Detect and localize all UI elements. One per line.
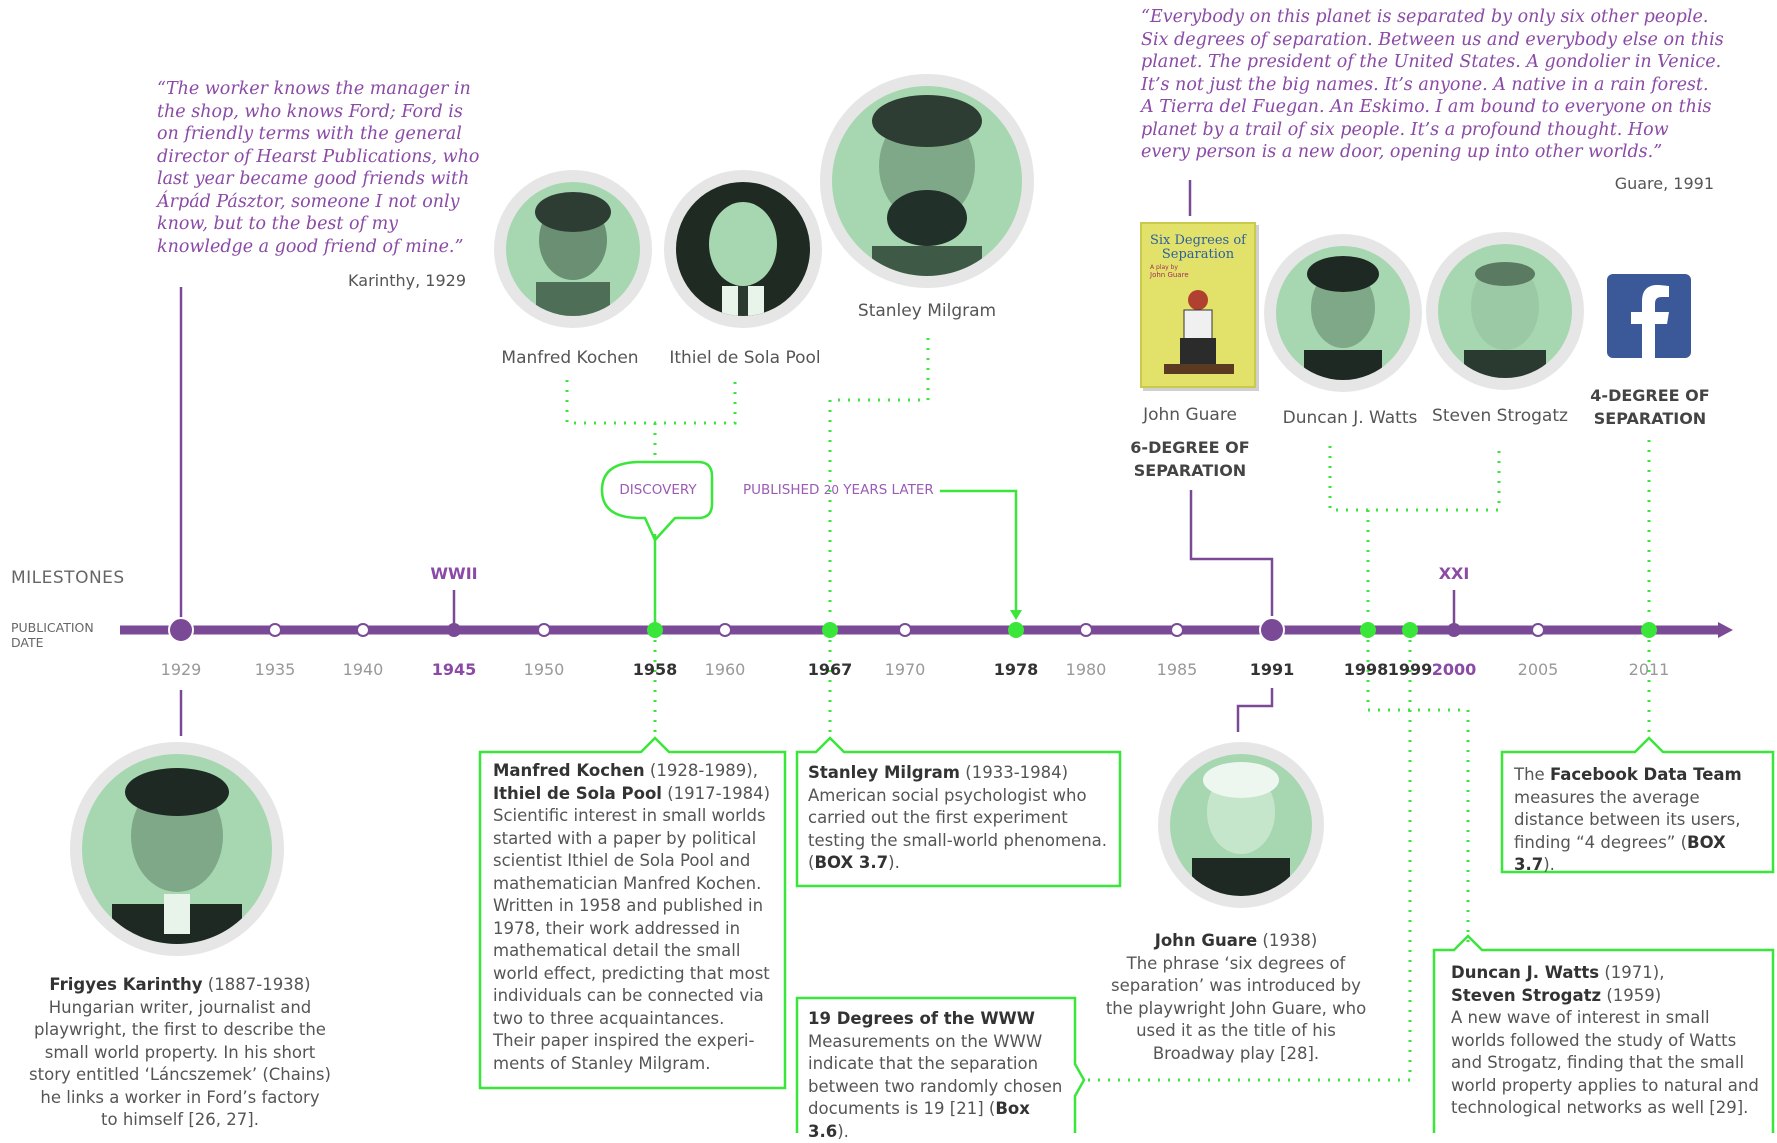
year-tick: 1999 — [1387, 660, 1433, 679]
kochen-portrait — [494, 170, 652, 328]
kochen-pool-box: Manfred Kochen (1928-1989), Ithiel de So… — [493, 761, 771, 1073]
year-tick: 1960 — [704, 660, 746, 679]
published-label: PUBLISHED 20 YEARS LATER — [743, 482, 934, 498]
facebook-icon — [1607, 274, 1691, 358]
era-wwii: WWII — [430, 564, 478, 583]
strogatz-portrait — [1426, 232, 1584, 390]
year-tick: 1998 — [1343, 660, 1389, 679]
discovery-bubble — [600, 460, 714, 543]
year-tick: 2005 — [1517, 660, 1559, 679]
book-cover: Six Degrees of Separation A play by John… — [1140, 222, 1256, 388]
milgram-label: Stanley Milgram — [857, 301, 997, 321]
year-tick: 1985 — [1156, 660, 1198, 679]
year-tick: 1940 — [342, 660, 384, 679]
discovery-label: DISCOVERY — [619, 482, 697, 498]
timeline-arrow — [1718, 622, 1733, 638]
milgram-box: Stanley Milgram (1933-1984) American soc… — [808, 763, 1108, 872]
year-tick: 1991 — [1249, 660, 1295, 679]
year-tick: 1980 — [1065, 660, 1107, 679]
year-tick: 1958 — [632, 660, 678, 679]
year-tick: 1929 — [160, 660, 202, 679]
karinthy-portrait — [70, 742, 284, 956]
year-tick: 1950 — [523, 660, 565, 679]
milestones-label: MILESTONES — [11, 568, 125, 588]
guare-attribution: Guare, 1991 — [1614, 174, 1714, 193]
strogatz-label: Steven Strogatz — [1432, 406, 1568, 426]
book-title-line2: Separation — [1161, 247, 1235, 262]
guare-quote: “Everybody on this planet is separated b… — [1141, 7, 1724, 162]
guare-label: John Guare — [1143, 405, 1237, 425]
www-box: 19 Degrees of the WWW Measurements on th… — [808, 1009, 1063, 1141]
kochen-label: Manfred Kochen — [501, 348, 639, 368]
watts-label: Duncan J. Watts — [1282, 408, 1418, 428]
year-tick: 1967 — [807, 660, 853, 679]
pool-label: Ithiel de Sola Pool — [669, 348, 821, 368]
guare-portrait — [1158, 742, 1324, 908]
karinthy-attribution: Karinthy, 1929 — [348, 271, 466, 290]
watts-strogatz-box: Duncan J. Watts (1971), Steven Strogatz … — [1451, 963, 1759, 1117]
facebook-box: The Facebook Data Team measures the aver… — [1514, 765, 1742, 874]
book-title-line1: Six Degrees of — [1149, 233, 1246, 248]
year-tick: 2011 — [1628, 660, 1670, 679]
guare-description: John Guare (1938) The phrase ‘six degree… — [1105, 931, 1367, 1063]
book-author: John Guare — [1150, 271, 1189, 279]
year-tick: 1935 — [254, 660, 296, 679]
book-subtitle: A play by — [1150, 264, 1178, 271]
watts-portrait — [1264, 234, 1422, 392]
year-tick: 2000 — [1431, 660, 1477, 679]
milgram-portrait — [820, 74, 1034, 288]
era-xxi: XXI — [1438, 564, 1470, 583]
pool-portrait — [664, 170, 822, 328]
year-tick: 1978 — [993, 660, 1039, 679]
year-tick: 1970 — [884, 660, 926, 679]
book-illustration — [1164, 290, 1234, 374]
karinthy-description: Frigyes Karinthy (1887-1938) Hungarian w… — [29, 975, 331, 1129]
year-tick: 1945 — [431, 660, 477, 679]
